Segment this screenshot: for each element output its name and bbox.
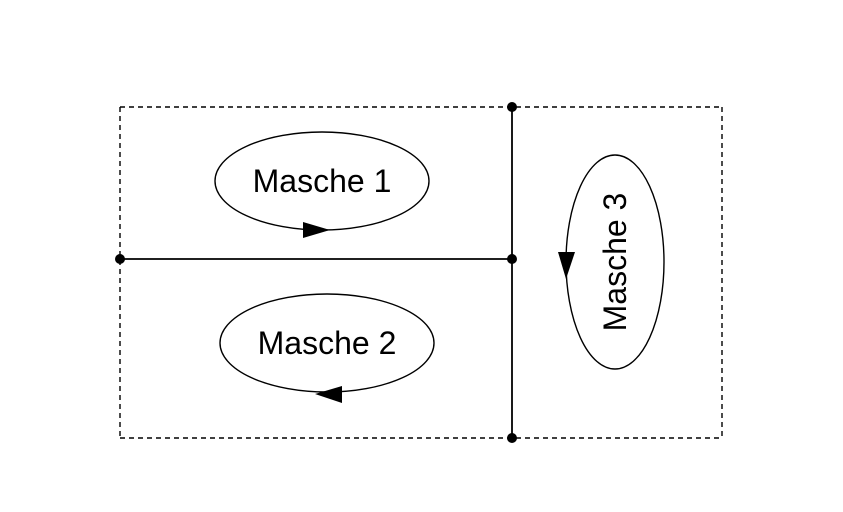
node-top: [507, 102, 517, 112]
node-center: [507, 254, 517, 264]
mesh-3: Masche 3: [558, 154, 665, 370]
mesh-2: Masche 2: [219, 293, 435, 403]
dashed-boundary: [119, 106, 723, 439]
mesh-1-arrow-icon: [303, 222, 330, 238]
solid-branches: [120, 107, 513, 438]
mesh-2-label: Masche 2: [258, 325, 397, 361]
mesh-3-label: Masche 3: [597, 193, 633, 332]
mesh-3-arrow-icon: [558, 252, 575, 279]
mesh-1: Masche 1: [214, 131, 430, 238]
mesh-1-label: Masche 1: [253, 163, 392, 199]
nodes: [115, 102, 517, 443]
mesh-2-arrow-icon: [315, 386, 342, 403]
node-left: [115, 254, 125, 264]
node-bottom: [507, 433, 517, 443]
